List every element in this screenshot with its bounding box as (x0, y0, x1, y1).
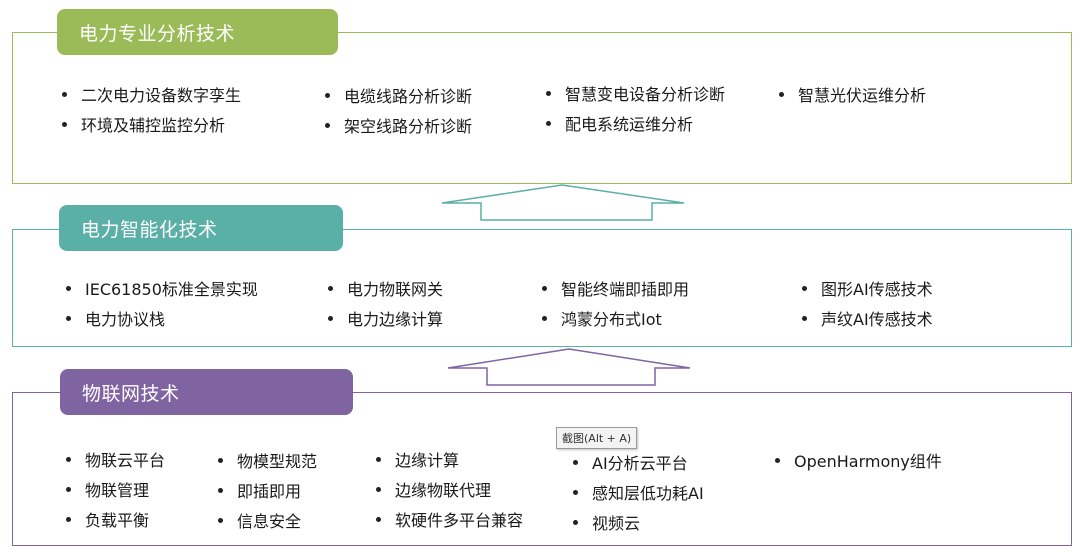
list-item: 配电系统运维分析 (546, 111, 693, 135)
layer-title-iot: 物联网技术 (60, 369, 353, 415)
list-item: 软硬件多平台兼容 (376, 507, 523, 531)
list-item: 边缘物联代理 (376, 477, 491, 501)
list-item: OpenHarmony组件 (775, 448, 942, 472)
screenshot-tooltip: 截图(Alt + A) (556, 427, 638, 449)
list-item: 智慧光伏运维分析 (779, 82, 926, 106)
layer-box-iot (12, 392, 1072, 546)
list-item: 二次电力设备数字孪生 (62, 82, 241, 106)
list-item: 电力边缘计算 (328, 306, 443, 330)
list-item: 电缆线路分析诊断 (325, 83, 472, 107)
list-item: 电力物联网关 (328, 276, 443, 300)
list-item: 环境及辅控监控分析 (62, 112, 225, 136)
list-item: 架空线路分析诊断 (325, 113, 472, 137)
list-item: 声纹AI传感技术 (802, 306, 933, 330)
list-item: 鸿蒙分布式Iot (542, 306, 662, 330)
list-item: 即插即用 (218, 478, 301, 502)
list-item: 物模型规范 (218, 448, 317, 472)
list-item: 物联管理 (66, 477, 149, 501)
layer-box-power-analysis (12, 32, 1072, 184)
list-item: 感知层低功耗AI (573, 480, 704, 504)
list-item: AI分析云平台 (573, 450, 688, 474)
list-item: 边缘计算 (376, 447, 459, 471)
list-item: 视频云 (573, 510, 640, 534)
list-item: 信息安全 (218, 508, 301, 532)
layer-title-power-analysis: 电力专业分析技术 (57, 9, 338, 55)
list-item: 智能终端即插即用 (542, 276, 689, 300)
list-item: 智慧变电设备分析诊断 (546, 81, 725, 105)
list-item: IEC61850标准全景实现 (66, 276, 258, 300)
list-item: 电力协议栈 (66, 306, 165, 330)
layer-title-power-intelligence: 电力智能化技术 (59, 205, 343, 251)
list-item: 图形AI传感技术 (802, 276, 933, 300)
list-item: 负载平衡 (66, 507, 149, 531)
list-item: 物联云平台 (66, 447, 165, 471)
